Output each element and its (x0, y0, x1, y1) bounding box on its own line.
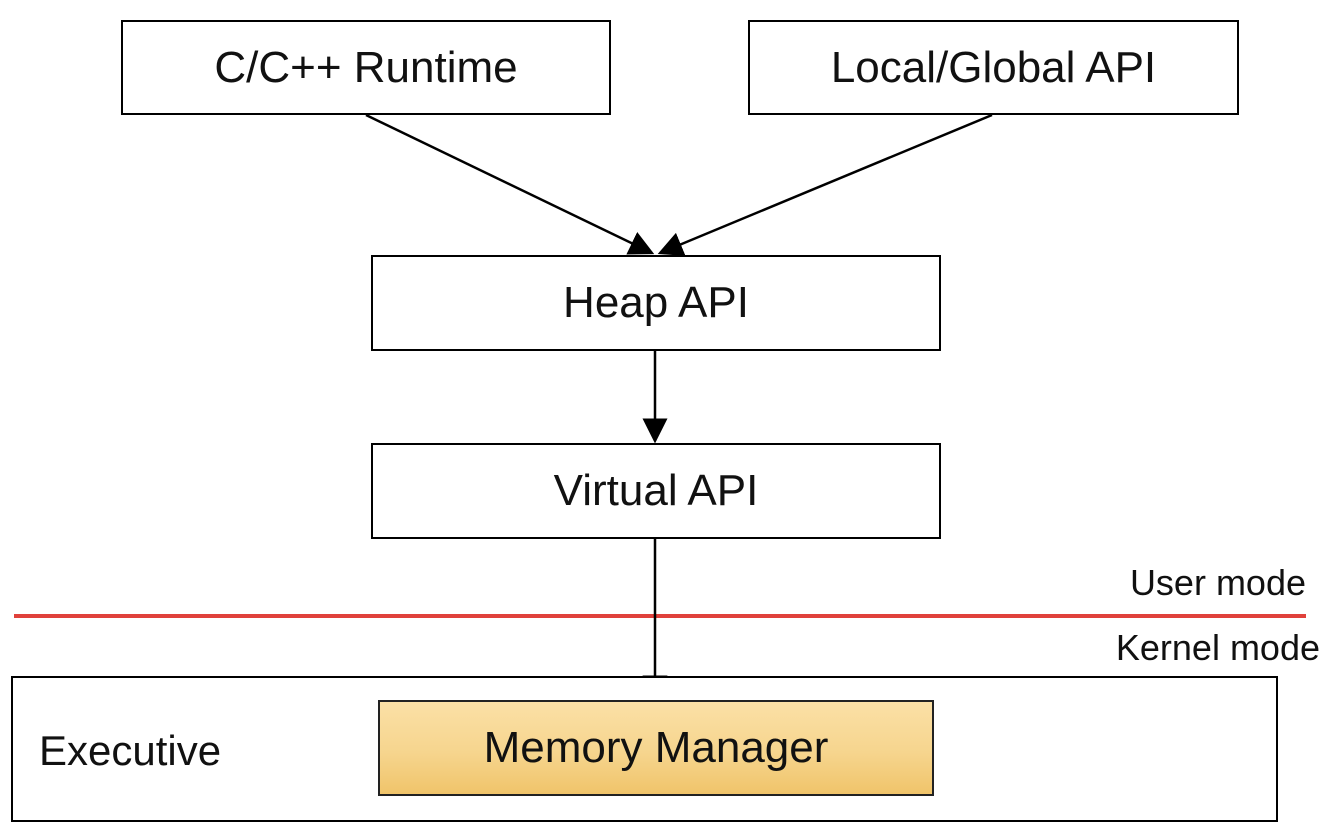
arrow-runtime-to-heap (365, 113, 655, 255)
kernel-mode-label: Kernel mode (1115, 627, 1320, 668)
virtual-api-box: Virtual API (371, 443, 941, 539)
heap-api-box: Heap API (371, 255, 941, 351)
local-global-api-box: Local/Global API (748, 20, 1239, 115)
memory-manager-box: Memory Manager (378, 700, 934, 796)
heap-api-label: Heap API (563, 278, 749, 327)
executive-label: Executive (39, 727, 222, 774)
local-global-api-label: Local/Global API (830, 42, 1157, 92)
virtual-api-label: Virtual API (553, 466, 759, 515)
memory-manager-label: Memory Manager (483, 723, 829, 772)
c-cpp-runtime-label: C/C++ Runtime (214, 42, 518, 92)
arrow-localglobal-to-heap (657, 113, 993, 256)
c-cpp-runtime-box: C/C++ Runtime (121, 20, 611, 115)
user-mode-label: User mode (1129, 562, 1306, 603)
